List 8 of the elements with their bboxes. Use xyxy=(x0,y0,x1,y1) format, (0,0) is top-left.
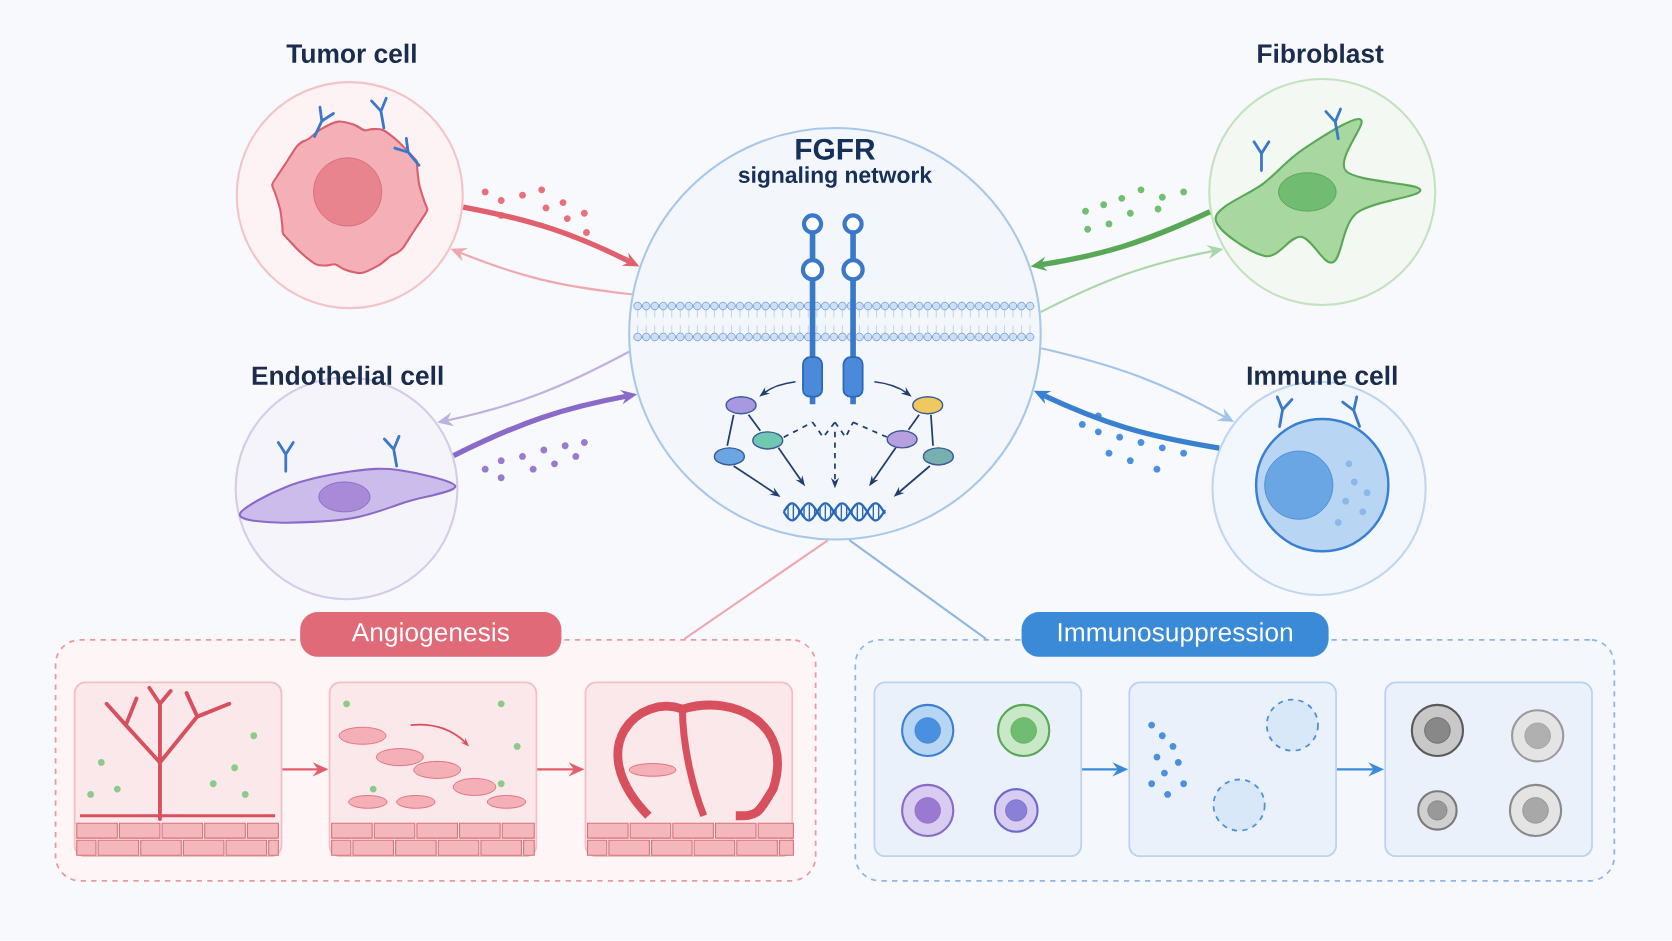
cell-label: Endothelial cell xyxy=(252,365,443,386)
cell-label: Fibroblast xyxy=(1258,43,1384,64)
title-pill: Angiogenesis xyxy=(300,612,562,658)
node-label: signaling network xyxy=(738,166,933,188)
cell-label: Immune cell xyxy=(1247,365,1397,386)
cell-label: Tumor cell xyxy=(286,43,416,64)
title-pill: Immunosuppression xyxy=(1021,612,1329,658)
node-label: FGFR xyxy=(796,138,875,161)
